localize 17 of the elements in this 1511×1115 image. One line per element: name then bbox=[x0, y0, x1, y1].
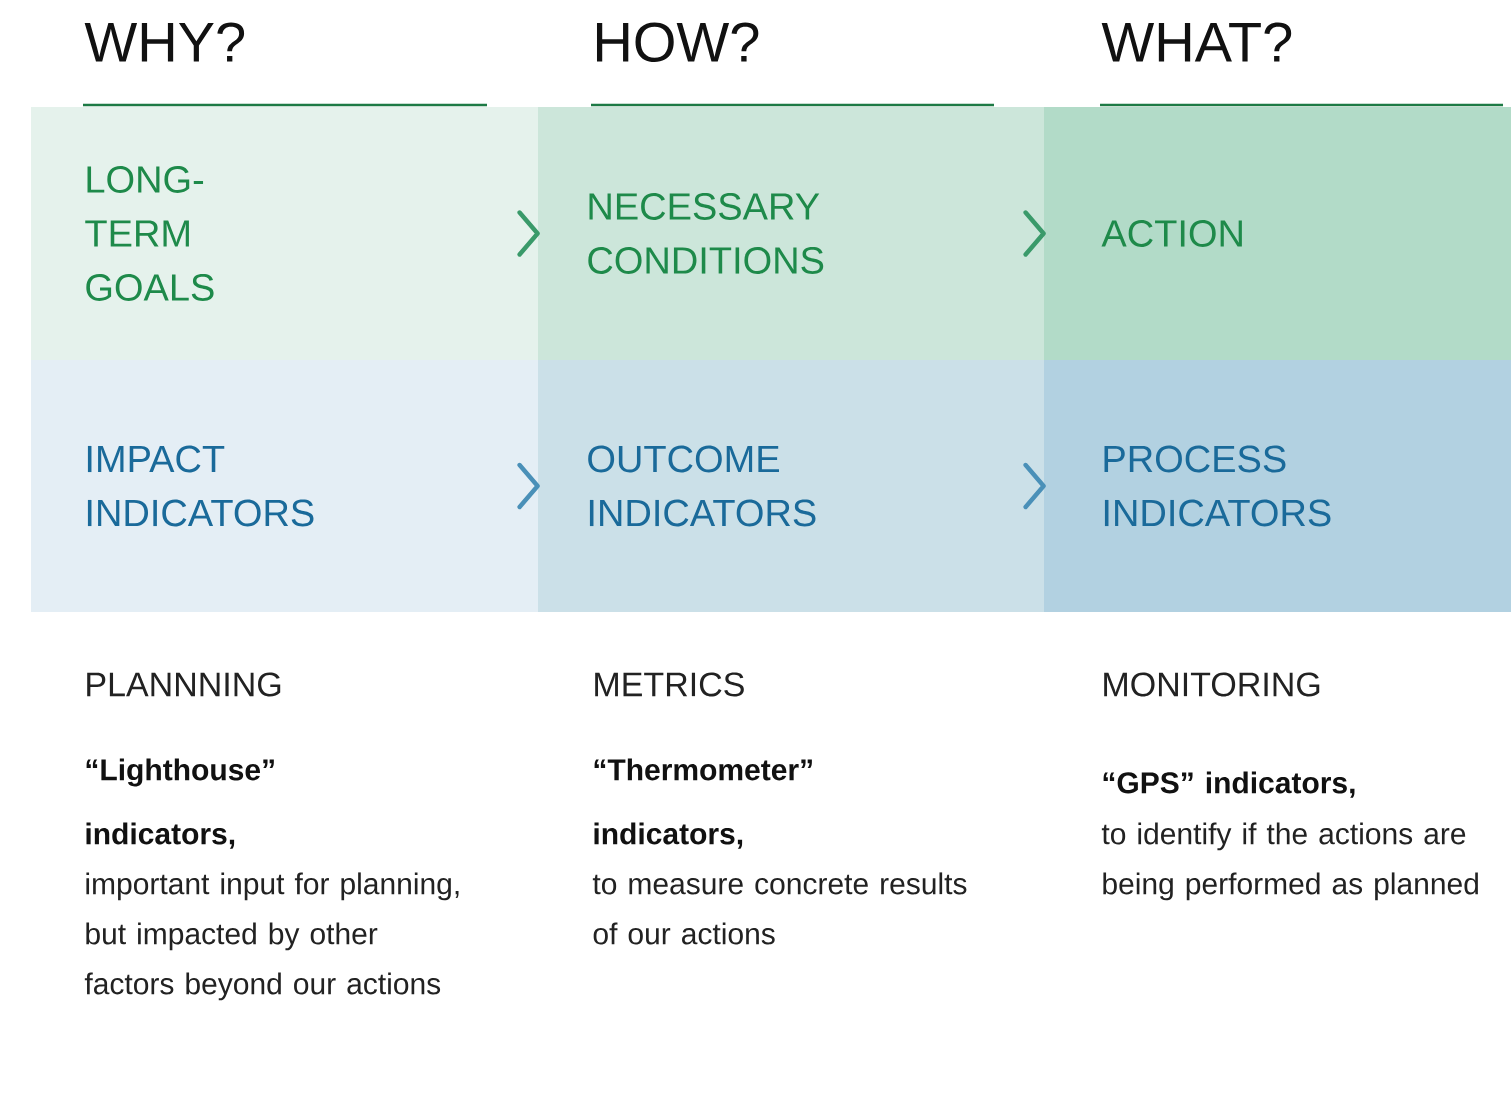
heading: WHAT? bbox=[1101, 22, 1292, 62]
bold-caption: “GPS” indicators, bbox=[1103, 771, 1355, 798]
section-label: METRICS bbox=[595, 672, 744, 697]
indicator-cell: LONG-TERM GOALS bbox=[31, 107, 538, 360]
bold-caption: “Lighthouse” indicators, bbox=[86, 758, 274, 849]
indicator-cell: IMPACT INDICATORS bbox=[31, 360, 538, 612]
body-text: to identify if the actions are being performed as planned bbox=[1101, 822, 1478, 901]
indicator-cell: ACTION bbox=[1044, 107, 1511, 360]
heading: HOW? bbox=[597, 22, 759, 63]
bold-caption: “Thermometer” indicators, bbox=[594, 758, 812, 849]
indicator-cell: OUTCOME INDICATORS bbox=[538, 360, 1044, 612]
section-label: MONITORING bbox=[1104, 672, 1320, 697]
section-label: PLANNNING bbox=[87, 672, 281, 697]
body-text: important input for planning, but impacted by other factors beyond our actions bbox=[84, 872, 459, 1001]
indicator-cell: NECESSARY CONDITIONS bbox=[538, 107, 1044, 360]
body-text: to measure concrete results of our actions bbox=[592, 872, 967, 945]
indicator-cell: PROCESS INDICATORS bbox=[1044, 360, 1511, 612]
